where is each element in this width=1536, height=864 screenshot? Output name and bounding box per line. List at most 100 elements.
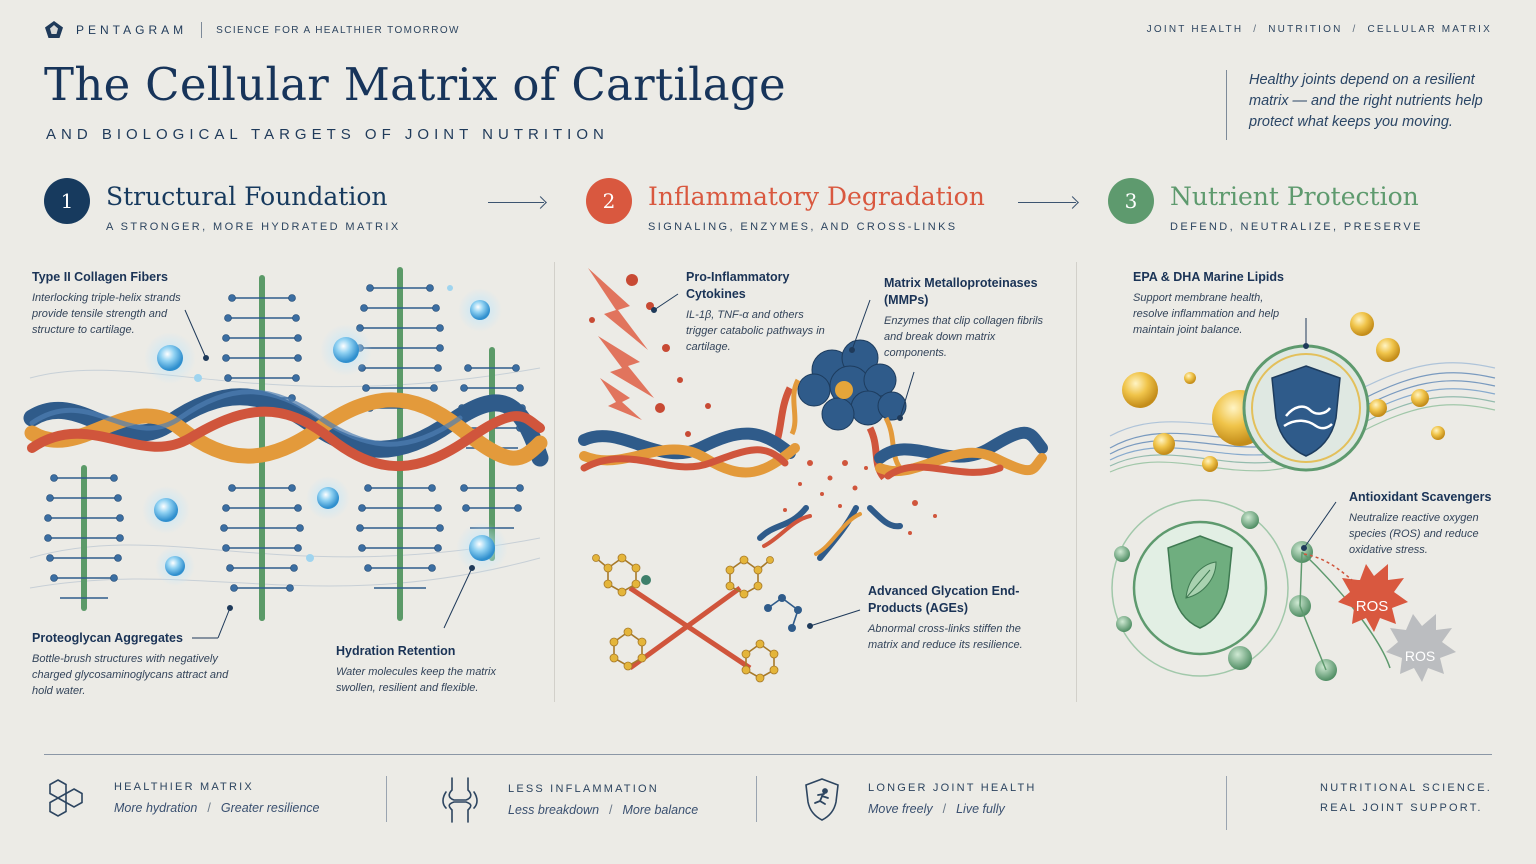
section-2-header: 2 Inflammatory Degradation SIGNALING, EN… xyxy=(586,178,985,233)
breadcrumb-item-joint-health[interactable]: JOINT HEALTH xyxy=(1146,24,1244,35)
annotation-proteoglycan: Proteoglycan Aggregates Bottle-brush str… xyxy=(32,630,242,699)
breadcrumb-separator: / xyxy=(1352,24,1358,35)
footer-separator xyxy=(756,776,757,822)
feature-item: More balance xyxy=(622,803,699,817)
annotation-body: Water molecules keep the matrix swollen,… xyxy=(336,666,496,694)
intro-quote: Healthy joints depend on a resilient mat… xyxy=(1226,70,1506,140)
pentagram-logo-icon xyxy=(45,21,63,38)
feature-item: Less breakdown xyxy=(508,803,600,817)
annotation-body: Bottle-brush structures with negatively … xyxy=(32,653,229,697)
annotation-marine-lipids: EPA & DHA Marine Lipids Support membrane… xyxy=(1133,269,1293,338)
footer-feature-matrix: HEALTHIER MATRIX More hydration/Greater … xyxy=(44,776,320,820)
structural-foundation-illustration xyxy=(23,267,549,639)
annotation-body: Neutralize reactive oxygen species (ROS)… xyxy=(1349,512,1479,556)
annotation-body: Support membrane health, resolve inflamm… xyxy=(1133,292,1280,336)
hexagon-molecule-icon xyxy=(49,779,83,817)
annotation-title: Matrix Metalloproteinases (MMPs) xyxy=(884,276,1038,307)
flow-arrow-1 xyxy=(488,202,544,203)
ros-gray-star: ROS xyxy=(1386,614,1456,682)
ros-red-star: ROS xyxy=(1338,564,1408,632)
section-1-subtitle: A STRONGER, MORE HYDRATED MATRIX xyxy=(106,221,401,233)
callout-lines xyxy=(651,293,915,629)
debris-fragments xyxy=(783,460,937,535)
annotation-mmps: Matrix Metalloproteinases (MMPs) Enzymes… xyxy=(884,275,1054,361)
footer-separator xyxy=(1226,776,1227,830)
brand-bar: PENTAGRAM SCIENCE FOR A HEALTHIER TOMORR… xyxy=(44,20,460,40)
nutrient-protection-illustration: ROS ROS xyxy=(1109,312,1496,682)
age-crosslink-molecule xyxy=(592,553,802,683)
breadcrumb-item-cellular-matrix[interactable]: CELLULAR MATRIX xyxy=(1367,24,1492,35)
annotation-title: Advanced Glycation End-Products (AGEs) xyxy=(868,584,1020,615)
annotation-title: Hydration Retention xyxy=(336,644,456,658)
feature-item: Live fully xyxy=(956,802,1005,816)
callout-lines xyxy=(1301,318,1337,551)
annotation-antioxidants: Antioxidant Scavengers Neutralize reacti… xyxy=(1349,489,1509,558)
footer-closing: NUTRITIONAL SCIENCE. REAL JOINT SUPPORT. xyxy=(1320,778,1492,818)
annotation-hydration: Hydration Retention Water molecules keep… xyxy=(336,643,526,696)
brand-tagline: SCIENCE FOR A HEALTHIER TOMORROW xyxy=(216,24,460,36)
section-3-title: Nutrient Protection xyxy=(1170,182,1419,211)
annotation-title: Proteoglycan Aggregates xyxy=(32,631,183,645)
section-2-subtitle: SIGNALING, ENZYMES, AND CROSS-LINKS xyxy=(648,221,958,233)
annotation-title: EPA & DHA Marine Lipids xyxy=(1133,270,1284,284)
cytokine-bolts xyxy=(588,268,654,420)
annotation-cytokines: Pro-Inflammatory Cytokines IL-1β, TNF-α … xyxy=(686,269,836,355)
closing-line-2: REAL JOINT SUPPORT. xyxy=(1320,802,1483,814)
matrix-wisps xyxy=(29,367,541,589)
feature-label: HEALTHIER MATRIX xyxy=(114,781,254,793)
ros-label-1: ROS xyxy=(1356,598,1389,615)
broken-collagen xyxy=(578,426,1048,561)
annotation-body: Interlocking triple-helix strands provid… xyxy=(32,292,181,336)
shield-runner-icon xyxy=(805,778,839,821)
breadcrumb: JOINT HEALTH / NUTRITION / CELLULAR MATR… xyxy=(1147,24,1492,35)
antioxidant-ring xyxy=(1111,499,1391,681)
annotation-ages: Advanced Glycation End-Products (AGEs) A… xyxy=(868,583,1028,653)
collagen-triple-helix xyxy=(23,388,549,472)
marine-lipid-shield xyxy=(1242,344,1370,472)
section-3-subtitle: DEFEND, NEUTRALIZE, PRESERVE xyxy=(1170,221,1423,233)
section-2-title: Inflammatory Degradation xyxy=(648,182,985,211)
feature-label: LONGER JOINT HEALTH xyxy=(868,782,1037,794)
callout-lines xyxy=(184,309,475,639)
annotation-body: Enzymes that clip collagen fibrils and b… xyxy=(884,315,1043,359)
joint-icon xyxy=(442,777,478,823)
annotation-title: Antioxidant Scavengers xyxy=(1349,490,1492,504)
footer-feature-joint-health: LONGER JOINT HEALTH Move freely/Live ful… xyxy=(802,776,1037,822)
footer-separator xyxy=(386,776,387,822)
feature-text: More hydration/Greater resilience xyxy=(114,801,320,815)
section-3-number: 3 xyxy=(1108,178,1154,224)
mmp-enzyme xyxy=(772,339,907,481)
feature-text: Less breakdown/More balance xyxy=(508,803,699,817)
panel-divider xyxy=(554,262,555,702)
closing-line-1: NUTRITIONAL SCIENCE. xyxy=(1320,782,1492,794)
page-title: The Cellular Matrix of Cartilage xyxy=(44,58,786,111)
annotation-body: IL-1β, TNF-α and others trigger cataboli… xyxy=(686,309,825,353)
section-2-number: 2 xyxy=(586,178,632,224)
section-1-header: 1 Structural Foundation A STRONGER, MORE… xyxy=(44,178,401,233)
ros-label-2: ROS xyxy=(1405,648,1435,664)
feature-item: More hydration xyxy=(114,801,198,815)
footer-feature-inflammation: LESS INFLAMMATION Less breakdown/More ba… xyxy=(438,776,698,824)
brand-divider xyxy=(201,22,203,38)
section-3-header: 3 Nutrient Protection DEFEND, NEUTRALIZE… xyxy=(1108,178,1423,233)
footer-divider xyxy=(44,754,1492,755)
feature-label: LESS INFLAMMATION xyxy=(508,783,659,795)
panel-divider xyxy=(1076,262,1077,702)
brand-name[interactable]: PENTAGRAM xyxy=(76,23,188,37)
feature-item: Greater resilience xyxy=(220,801,320,815)
annotation-title: Pro-Inflammatory Cytokines xyxy=(686,270,790,301)
annotation-title: Type II Collagen Fibers xyxy=(32,270,168,284)
feature-item: Move freely xyxy=(868,802,933,816)
annotation-body: Abnormal cross-links stiffen the matrix … xyxy=(868,623,1023,651)
breadcrumb-separator: / xyxy=(1253,24,1259,35)
page-subtitle: AND BIOLOGICAL TARGETS OF JOINT NUTRITIO… xyxy=(46,126,609,143)
section-1-number: 1 xyxy=(44,178,90,224)
water-molecules xyxy=(142,285,508,586)
cytokine-particles xyxy=(589,274,711,437)
breadcrumb-item-nutrition[interactable]: NUTRITION xyxy=(1268,24,1343,35)
section-1-title: Structural Foundation xyxy=(106,182,388,211)
annotation-type-ii-collagen: Type II Collagen Fibers Interlocking tri… xyxy=(32,269,202,338)
flow-arrow-2 xyxy=(1018,202,1076,203)
feature-text: Move freely/Live fully xyxy=(868,802,1005,816)
inflammatory-degradation-illustration xyxy=(578,268,1048,683)
